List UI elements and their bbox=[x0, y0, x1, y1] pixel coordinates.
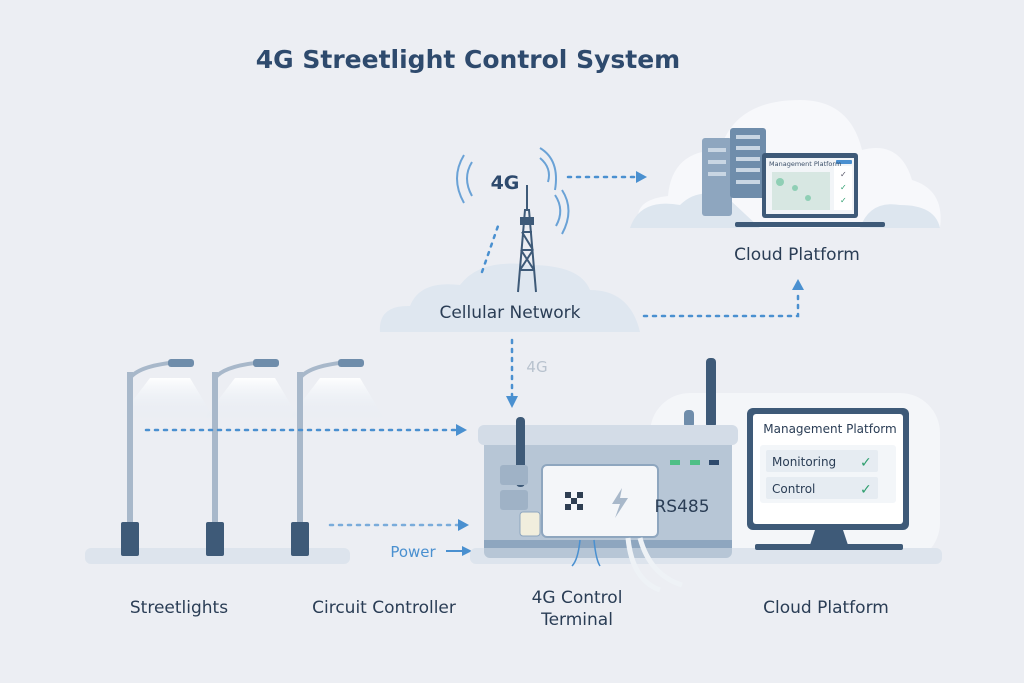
svg-text:✓: ✓ bbox=[840, 170, 847, 179]
4g-control-terminal bbox=[478, 358, 738, 593]
svg-text:✓: ✓ bbox=[840, 183, 847, 192]
monitor-icon bbox=[747, 408, 909, 550]
label-circuit-controller: Circuit Controller bbox=[312, 598, 456, 618]
cable-icon bbox=[625, 537, 683, 593]
control-row bbox=[766, 477, 878, 499]
streetlights-to-terminal-arrow bbox=[144, 424, 467, 436]
monitor-item-label: Control bbox=[772, 482, 815, 496]
monitoring-row bbox=[766, 450, 878, 472]
controller-to-terminal-arrow bbox=[328, 519, 469, 531]
qr-code-icon bbox=[565, 492, 583, 510]
power-label: Power bbox=[390, 543, 436, 561]
indicator-leds bbox=[670, 460, 719, 465]
cellular-network-label: Cellular Network bbox=[439, 303, 580, 323]
streetlight-icon bbox=[288, 359, 385, 556]
laptop-icon: ✓ ✓ ✓ Management Platform bbox=[735, 153, 885, 227]
streetlight-icon bbox=[203, 359, 300, 556]
streetlight-icon bbox=[118, 359, 215, 556]
rs485-label: RS485 bbox=[654, 497, 709, 517]
tower-4g-label: 4G bbox=[491, 172, 520, 194]
label-terminal-line1: 4G Control bbox=[532, 588, 623, 608]
svg-text:✓: ✓ bbox=[840, 196, 847, 205]
cell-tower-icon bbox=[517, 185, 537, 293]
label-streetlights: Streetlights bbox=[130, 598, 228, 618]
monitor-item-label: Monitoring bbox=[772, 455, 836, 469]
check-icon: ✓ bbox=[860, 455, 872, 471]
label-cloud-platform: Cloud Platform bbox=[763, 598, 889, 618]
network-to-cloud-arrow bbox=[642, 279, 804, 318]
link-4g-label: 4G bbox=[526, 358, 547, 376]
page-title: 4G Streetlight Control System bbox=[256, 45, 680, 74]
server-rack-icon bbox=[702, 128, 766, 216]
check-icon: ✓ bbox=[860, 482, 872, 498]
cellular-network-cloud bbox=[379, 263, 640, 332]
tower-link-dashes bbox=[480, 224, 500, 274]
signal-waves-icon bbox=[456, 147, 570, 235]
tower-to-cloud-arrow bbox=[566, 171, 647, 183]
laptop-screen-title: Management Platform bbox=[769, 160, 841, 168]
antenna-icon bbox=[706, 358, 716, 428]
cloud-platform-label: Cloud Platform bbox=[734, 245, 860, 265]
power-arrow bbox=[446, 546, 472, 556]
monitor-title: Management Platform bbox=[763, 422, 896, 436]
network-to-terminal-arrow bbox=[506, 338, 518, 408]
label-terminal-line2: Terminal bbox=[540, 610, 613, 630]
lightning-icon bbox=[612, 488, 628, 518]
